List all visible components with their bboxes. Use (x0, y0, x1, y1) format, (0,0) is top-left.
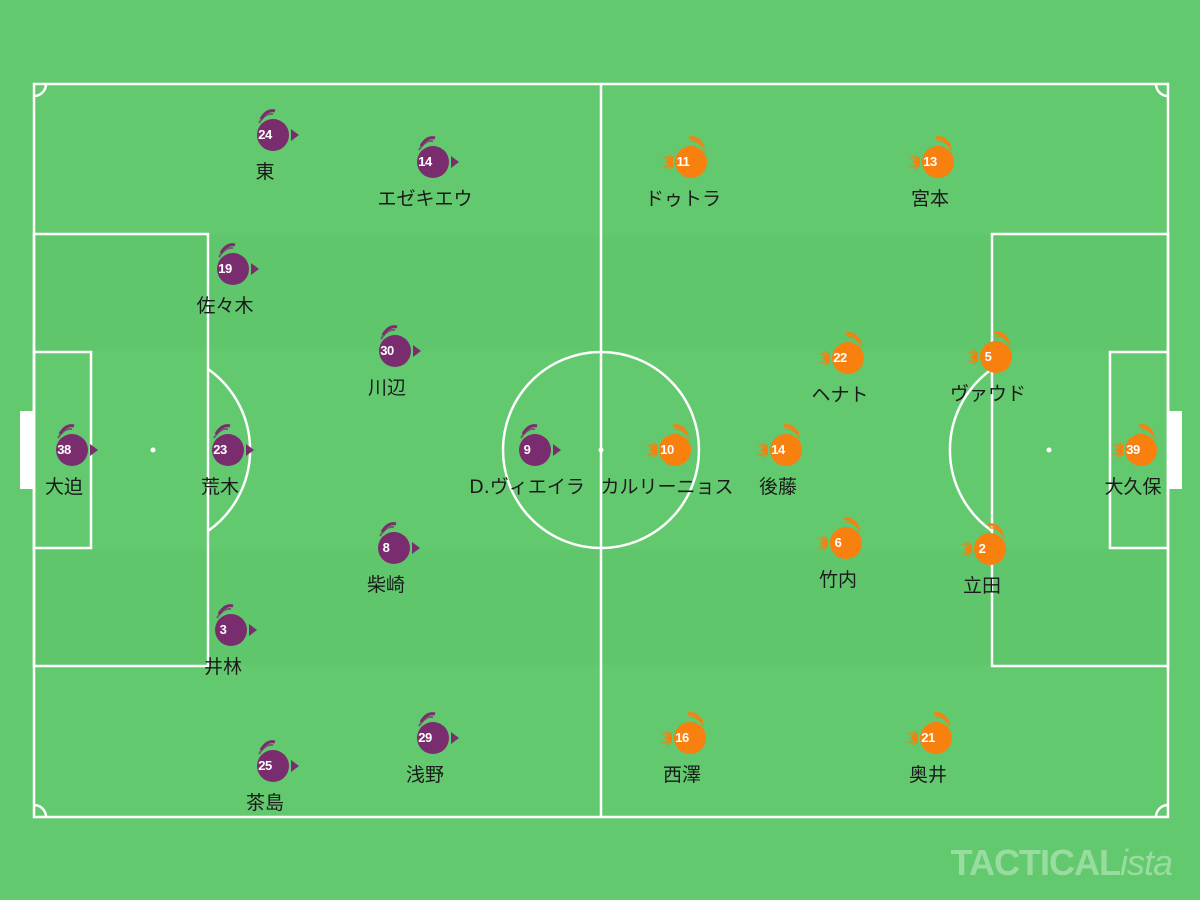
player-name: 立田 (962, 575, 1001, 597)
player-icon (1111, 424, 1157, 466)
player-name: 西澤 (662, 764, 701, 786)
player-number: 5 (984, 349, 992, 364)
player-number: 21 (921, 730, 935, 745)
player-name: 佐々木 (196, 295, 254, 317)
player-number: 16 (675, 730, 689, 745)
player-number: 14 (771, 442, 785, 457)
player-name: エゼキエウ (377, 188, 473, 210)
player-name: 大久保 (1104, 476, 1162, 498)
player-icon (212, 424, 254, 466)
player-name: 東 (255, 161, 275, 183)
player-icon (417, 136, 459, 178)
player-name: カルリーニョス (600, 476, 734, 498)
player-number: 8 (382, 540, 390, 555)
player-number: 39 (1126, 442, 1140, 457)
player-icon (417, 712, 459, 754)
right-goal (1168, 411, 1182, 489)
watermark: TACTICALista (950, 842, 1173, 884)
player-icon (661, 136, 707, 178)
player-name: D.ヴィエイラ (469, 476, 585, 498)
player-number: 19 (218, 261, 232, 276)
player-number: 9 (523, 442, 531, 457)
player-icon (215, 604, 257, 646)
corner-arc (1154, 803, 1169, 818)
right-penalty-spot (1046, 447, 1052, 453)
watermark-main: TACTICAL (950, 842, 1121, 883)
player-number: 25 (258, 758, 272, 773)
player-icon (645, 424, 691, 466)
player-number: 29 (418, 730, 432, 745)
left-goal (20, 411, 34, 489)
player-icon (816, 517, 862, 559)
center-spot (598, 447, 604, 453)
player-icon (660, 712, 706, 754)
player-number: 3 (219, 622, 227, 637)
player-icon (756, 424, 802, 466)
player-icon (966, 331, 1012, 373)
player-icon (906, 712, 952, 754)
center-circle (501, 350, 701, 550)
player-number: 14 (418, 154, 432, 169)
player-number: 2 (978, 541, 986, 556)
right-penalty-arc (948, 367, 993, 533)
corner-arc (33, 83, 48, 98)
player-icon (56, 424, 98, 466)
player-icon (217, 243, 259, 285)
corner-arc (33, 803, 48, 818)
player-icon (960, 523, 1006, 565)
player-number: 10 (660, 442, 674, 457)
corner-arc (1154, 83, 1169, 98)
player-number: 38 (57, 442, 71, 457)
player-number: 6 (834, 535, 842, 550)
player-number: 22 (833, 350, 847, 365)
player-number: 24 (258, 127, 272, 142)
player-name: 奥井 (908, 764, 947, 786)
watermark-sub: ista (1119, 842, 1173, 883)
player-name: 大迫 (44, 476, 83, 498)
player-icon (519, 424, 561, 466)
player-icon (379, 325, 421, 367)
player-name: ドゥトラ (644, 188, 721, 210)
player-icon (257, 109, 299, 151)
player-icon (908, 136, 954, 178)
player-icon (257, 740, 299, 782)
player-name: 茶島 (245, 792, 284, 814)
player-name: 荒木 (200, 476, 239, 498)
player-number: 13 (923, 154, 937, 169)
player-icon (378, 522, 420, 564)
player-name: ヘナト (811, 384, 869, 406)
player-name: ヴァウド (949, 383, 1026, 405)
player-name: 竹内 (818, 569, 857, 591)
player-name: 後藤 (758, 476, 797, 498)
player-number: 23 (213, 442, 227, 457)
player-icon (818, 332, 864, 374)
player-name: 浅野 (405, 764, 444, 786)
player-name: 井林 (203, 656, 242, 678)
left-penalty-spot (150, 447, 156, 453)
player-name: 柴崎 (366, 574, 405, 596)
player-name: 川辺 (367, 377, 406, 399)
player-number: 11 (676, 154, 690, 169)
player-number: 30 (380, 343, 394, 358)
player-name: 宮本 (910, 188, 949, 210)
